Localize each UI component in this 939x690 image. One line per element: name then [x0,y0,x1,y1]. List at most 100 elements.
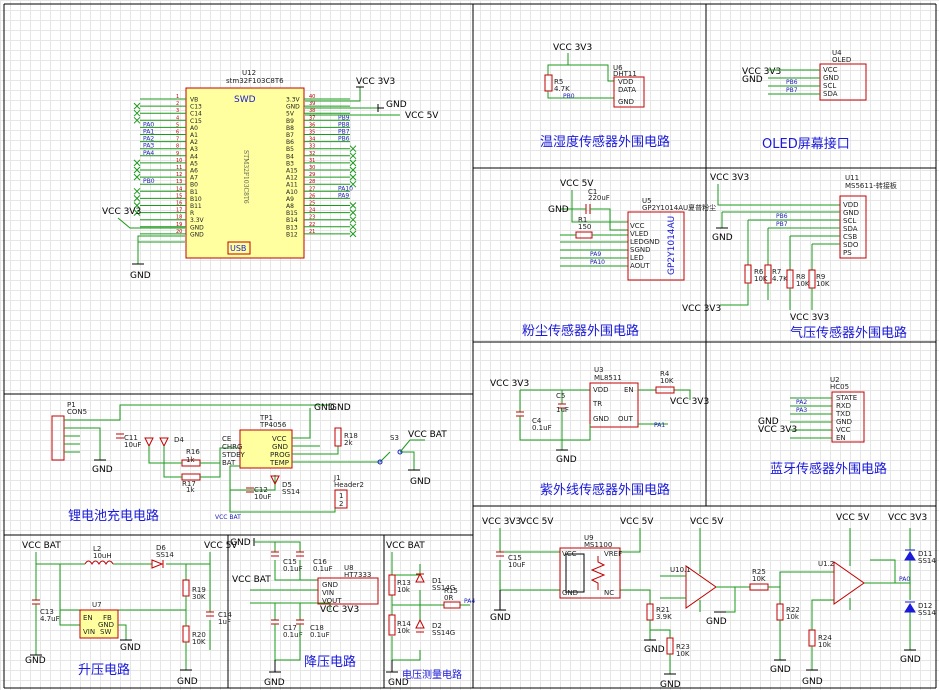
dust-body[interactable] [627,211,685,281]
oled-section: U4 OLED VCC GND SCL SDA VCC 3V3 GND PB6 … [742,49,867,152]
mcu-left-pin-num: 17 [176,208,182,214]
charge-section: P1 CON5 C11 10uF GND D4 R16 1k R17 1k TP… [51,401,447,524]
mcu-left-pin-num: 2 [176,101,179,107]
hall-vcc33-2: VCC 3V3 [888,513,927,523]
buck-pin-vin: VIN [322,589,334,597]
uv-c4-ref: C4 [532,417,542,425]
buck-gnd-bottom: GND [264,678,285,688]
oled-pin-vcc: VCC [823,66,838,74]
uv-vcc-right: VCC 3V3 [670,397,709,407]
buck-pin-vout: VOUT [322,597,342,605]
mcu-right-pin-num: 25 [309,201,315,207]
mcu-right-pin-name: B15 [286,210,298,217]
buck-c17-ref: C17 [283,624,297,632]
charge-connector[interactable] [51,415,65,461]
mcu-left-nc [133,202,141,209]
mcu-right-nc [349,209,357,216]
mcu-right-pin-name: B12 [286,231,298,238]
volt-r14 [388,614,396,636]
mcu-left-net: PA1 [143,129,154,136]
dust-title: 粉尘传感器外围电路 [522,323,639,339]
hall-sensor-element [565,553,585,593]
volt-d1-val: SS14G [432,584,455,592]
uv-section: VCC 3V3 U3 ML8511 VDD EN TR GND OUT R4 1… [490,366,709,498]
mcu-left-pin-name: B0 [190,182,198,189]
dht11-body[interactable] [613,76,645,108]
bt-pin-gnd: GND [836,418,852,426]
mcu-right-net: PA10 [338,185,353,192]
mcu-left-pin-name: GND [190,231,204,238]
usb-box [227,241,251,255]
buck-c16-val: 0.1uF [313,565,333,573]
bluetooth-section: U2 HC05 STATE RXD TXD GND VCC EN PA2 PA3… [758,376,887,477]
hall-r24 [808,629,816,647]
charge-title: 锂电池充电电路 [68,508,159,524]
mcu-left-pin-num: 20 [176,229,182,235]
uv-r-val: 10K [660,377,674,385]
dht11-r-val: 4.7K [554,85,570,93]
hall-ic-body[interactable] [559,547,621,599]
hall-vcc5-4: VCC 5V [836,513,870,523]
mcu-left-pin-name: R [190,210,194,217]
uv-resistor [655,386,675,394]
hall-vcc5-2: VCC 5V [620,517,654,527]
charge-j1[interactable] [334,489,348,509]
boost-pin-gnd: GND [98,621,114,629]
mcu-left-pin-num: 10 [176,158,182,164]
mcu-left-pin-num: 1 [176,94,179,100]
uv-c4-val: 0.1uF [532,424,552,432]
pressure-vcc-bottom: VCC 3V3 [682,304,721,314]
pressure-r8-ref: R8 [796,273,805,281]
pressure-body[interactable] [839,195,867,259]
dust-net-aout: PA10 [590,259,605,266]
mcu-right-pin-name: 5V [286,111,295,118]
hall-r22-val: 10k [786,613,800,621]
boost-title: 升压电路 [78,662,130,678]
charge-r18 [334,427,342,447]
uv-body[interactable] [589,382,639,428]
dust-r-ref: R1 [578,216,587,224]
buck-ic-body[interactable] [317,577,379,605]
voltage-section: VCC BAT R13 10k R14 10k D1 SS14G D2 SS14… [386,541,475,688]
mcu-right-pin-name: B3 [286,160,294,167]
mcu-left-nc [133,116,141,124]
mcu-left-pin-name: A3 [190,146,198,153]
mcu-right-net: PB6 [338,136,350,143]
mcu-vcc33: VCC 3V3 [356,77,395,87]
hall-net: PA0 [899,576,910,583]
charge-ic-part: TP4056 [259,421,287,429]
hall-gnd-7: GND [900,655,921,665]
mcu-right-nc [349,145,357,153]
charge-c11-val: 10uF [124,441,141,449]
mcu-left-pin-name: A1 [190,132,198,139]
charge-ic-body[interactable] [239,429,293,469]
mcu-left-pin-name: B10 [190,196,202,203]
charge-pin-gnd: GND [272,443,288,451]
mcu-right-pin-name: B6 [286,139,294,146]
pressure-vcc: VCC 3V3 [710,173,749,183]
volt-gnd: GND [388,678,409,688]
mcu-left-nc [133,109,141,117]
mcu-left-pin-name: VB [190,97,198,104]
dht11-pin-vdd: VDD [618,78,634,86]
mcu-left-pin-num: 6 [176,130,179,136]
dht11-vcc: VCC 3V3 [553,43,592,53]
volt-r15-val: 0R [444,594,453,602]
dht11-pin-gnd: GND [618,98,634,106]
hall-opamp-1[interactable] [685,565,717,609]
buck-vccbat: VCC BAT [232,575,271,585]
mcu-right-pin-num: 23 [309,215,315,221]
mcu-right-pin-num: 22 [309,222,315,228]
dust-part: GP2Y1014AU夏普粉尘 [642,203,716,212]
hall-opamp-2[interactable] [833,561,865,605]
bt-body[interactable] [831,391,865,443]
pressure-r7-val: 4.7K [772,275,788,283]
boost-ic-body[interactable] [79,609,119,639]
mcu-right-pin-name: 3.3V [286,97,301,104]
boost-l2-ref: L2 [93,545,101,553]
mcu-left-pin-num: 7 [176,137,179,143]
oled-body[interactable] [819,63,867,101]
mcu-body[interactable] [185,87,305,259]
mcu-right-pin-name: A11 [286,182,298,189]
